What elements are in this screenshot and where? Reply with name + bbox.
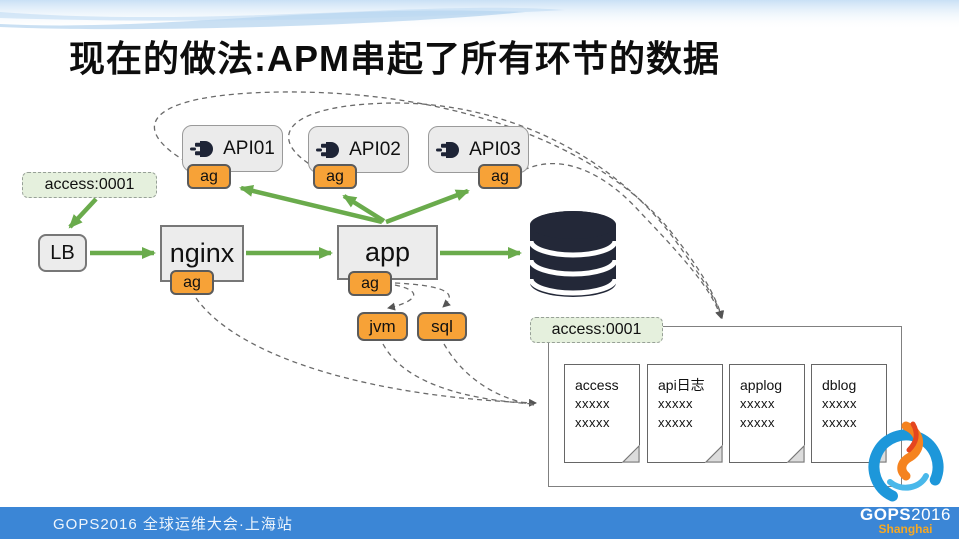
gops-logo-brand: GOPS xyxy=(860,505,912,524)
probe-label: jvm xyxy=(369,316,396,336)
gops-logo-city: Shanghai xyxy=(878,522,933,536)
footer-text: GOPS2016 全球运维大会·上海站 xyxy=(53,515,293,533)
top-wave-decoration xyxy=(0,0,959,30)
agent-badge-label: ag xyxy=(326,167,344,185)
node-lb-label: LB xyxy=(50,241,75,264)
node-api02: API02 xyxy=(308,126,409,173)
gops-logo-text: GOPS2016 xyxy=(852,505,959,525)
green-flow-arrows xyxy=(68,184,522,259)
probe-jvm: jvm xyxy=(357,312,408,341)
agent-badge-label: ag xyxy=(183,273,201,291)
probe-label: sql xyxy=(431,316,453,336)
doc-title: dblog xyxy=(822,377,857,393)
doc-title: access xyxy=(575,377,619,393)
probe-sql: sql xyxy=(417,312,467,341)
agent-badge-label: ag xyxy=(361,274,379,292)
doc-line: xxxxx xyxy=(740,396,775,412)
page-title: 现在的做法:APM串起了所有环节的数据 xyxy=(69,38,720,79)
agent-badge-label: ag xyxy=(200,167,218,185)
log-doc-api: api日志 xxxxx xxxxx xyxy=(647,364,723,463)
plug-icon xyxy=(190,140,214,157)
doc-line: xxxxx xyxy=(658,415,693,431)
doc-line: xxxxx xyxy=(575,396,610,412)
plug-icon xyxy=(316,141,340,158)
doc-line: xxxxx xyxy=(822,396,857,412)
doc-line: xxxxx xyxy=(740,415,775,431)
agent-badge-api02: ag xyxy=(313,164,357,189)
dashed-trace-curves xyxy=(153,91,725,407)
database-icon xyxy=(528,211,618,297)
trace-id-text: access:0001 xyxy=(44,176,135,193)
agent-badge-api03: ag xyxy=(478,164,522,189)
node-lb: LB xyxy=(38,234,87,272)
node-nginx-label: nginx xyxy=(169,238,235,268)
doc-title: applog xyxy=(740,377,783,393)
agent-badge-api01: ag xyxy=(187,164,231,189)
api-label: API01 xyxy=(223,137,275,159)
log-doc-dblog: dblog xxxxx xxxxx xyxy=(811,364,887,463)
page-fold-icon xyxy=(705,445,723,463)
trace-id-badge-left: access:0001 xyxy=(22,172,157,198)
trace-id-text: access:0001 xyxy=(551,321,642,338)
page-fold-icon xyxy=(787,445,805,463)
log-doc-access: access xxxxx xxxxx xyxy=(564,364,640,463)
api-label: API02 xyxy=(349,138,401,160)
node-app-label: app xyxy=(364,237,411,267)
trace-id-badge-right: access:0001 xyxy=(530,317,663,343)
doc-line: xxxxx xyxy=(822,415,857,431)
gops-logo: GOPS2016 Shanghai xyxy=(852,418,959,539)
node-app: app xyxy=(337,225,438,280)
log-panel: access xxxxx xxxxx api日志 xxxxx xxxxx app… xyxy=(548,326,902,487)
agent-badge-app: ag xyxy=(348,271,392,296)
page-fold-icon xyxy=(622,445,640,463)
gops-logo-year: 2016 xyxy=(911,505,951,524)
gops-swirl-icon xyxy=(868,421,944,505)
footer-bar: GOPS2016 全球运维大会·上海站 xyxy=(0,507,959,539)
log-doc-applog: applog xxxxx xxxxx xyxy=(729,364,805,463)
plug-icon xyxy=(436,141,460,158)
agent-badge-nginx: ag xyxy=(170,270,214,295)
doc-line: xxxxx xyxy=(575,415,610,431)
node-api01: API01 xyxy=(182,125,283,172)
agent-badge-label: ag xyxy=(491,167,509,185)
api-label: API03 xyxy=(469,138,521,160)
doc-title: api日志 xyxy=(658,377,705,393)
doc-line: xxxxx xyxy=(658,396,693,412)
